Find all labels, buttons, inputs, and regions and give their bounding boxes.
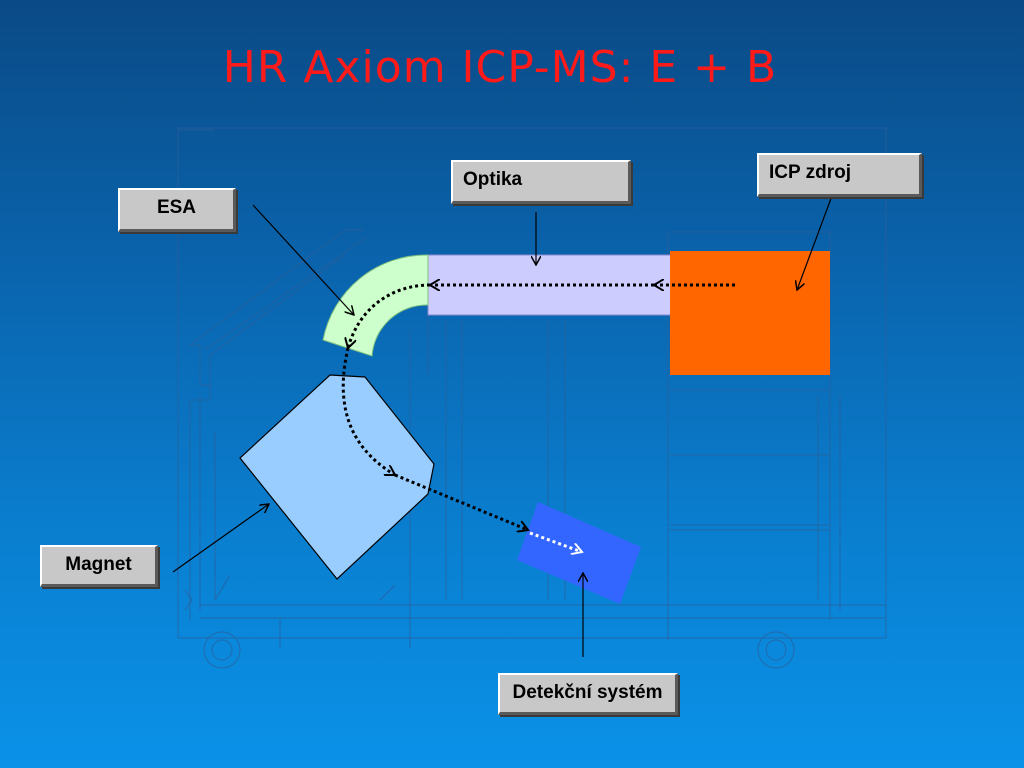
leader-lines (172, 184, 837, 657)
icp-source-label: ICP zdroj (757, 153, 922, 197)
detector-block (517, 502, 641, 604)
instrument-outline (177, 127, 887, 669)
magnet-block (239, 374, 435, 580)
page-title: HR Axiom ICP-MS: E + B (222, 42, 778, 93)
ion-beam-path (341, 285, 735, 530)
icp-source-block (670, 251, 830, 375)
optics-label: Optika (451, 160, 631, 204)
detector-label: Detekční systém (498, 673, 678, 715)
esa-sector (322, 254, 429, 357)
esa-label: ESA (118, 188, 236, 232)
magnet-label: Magnet (40, 545, 158, 587)
